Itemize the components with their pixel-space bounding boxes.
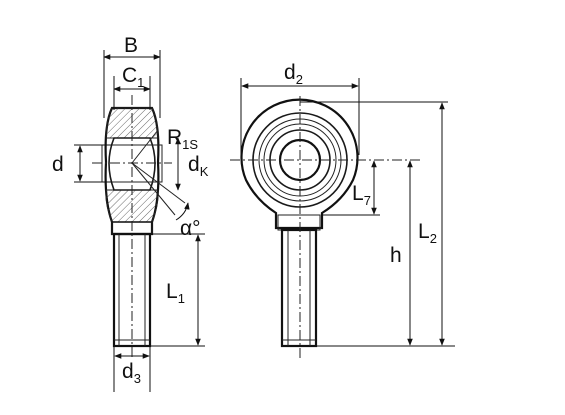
svg-text:R1S: R1S <box>167 126 198 152</box>
label-R: R <box>167 126 182 149</box>
label-R-sub: 1S <box>182 137 198 152</box>
label-d3: d <box>122 360 134 383</box>
label-d3-sub: 3 <box>134 371 141 386</box>
side-section-view: B C1 R1S d dK α° L1 d3 <box>52 34 209 392</box>
svg-text:dK: dK <box>188 153 209 179</box>
label-L2-sub: 2 <box>430 231 437 246</box>
svg-text:L7: L7 <box>352 182 371 208</box>
label-d: d <box>52 153 64 176</box>
label-C-sub: 1 <box>137 75 144 90</box>
svg-text:d3: d3 <box>122 360 141 386</box>
label-h: h <box>390 244 402 267</box>
label-d2-sub: 2 <box>296 72 303 87</box>
label-d2: d <box>284 61 296 84</box>
svg-text:C1: C1 <box>122 64 144 90</box>
svg-text:L2: L2 <box>418 220 437 246</box>
label-B: B <box>124 34 138 57</box>
label-L2: L <box>418 220 430 243</box>
front-shank <box>280 228 318 348</box>
front-view: d2 L7 h L2 <box>230 61 455 360</box>
label-dK-sub: K <box>200 164 209 179</box>
label-L7-sub: 7 <box>364 193 371 208</box>
eye-head-outline <box>240 98 359 230</box>
label-L1-sub: 1 <box>178 291 185 306</box>
svg-text:d2: d2 <box>284 61 303 87</box>
label-dK: d <box>188 153 200 176</box>
label-C: C <box>122 64 137 87</box>
label-L1: L <box>166 280 178 303</box>
label-L7: L <box>352 182 364 205</box>
ball-inner-ring <box>108 137 156 191</box>
svg-text:L1: L1 <box>166 280 185 306</box>
label-alpha: α° <box>180 217 201 240</box>
